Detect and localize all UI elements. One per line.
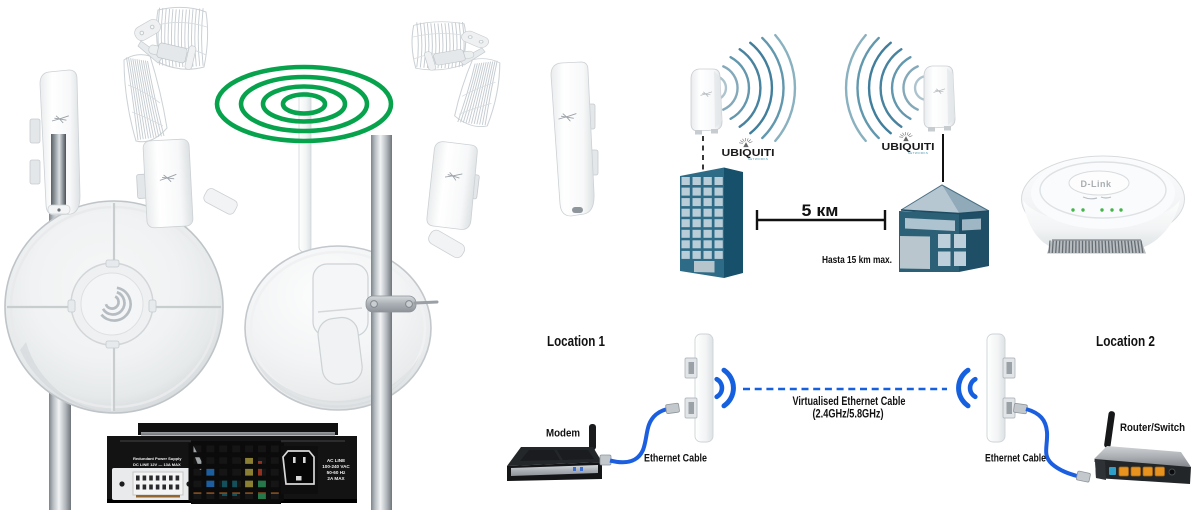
svg-text:100-240 VAC: 100-240 VAC	[322, 464, 350, 469]
svg-text:Ethernet Cable: Ethernet Cable	[644, 453, 707, 465]
svg-text:Location 1: Location 1	[547, 334, 605, 350]
svg-text:Ethernet Cable: Ethernet Cable	[985, 453, 1046, 465]
svg-text:Router/Switch: Router/Switch	[1120, 422, 1185, 434]
svg-text:Modem: Modem	[546, 428, 580, 440]
svg-text:Location 2: Location 2	[1096, 334, 1155, 350]
svg-text:(2.4GHz/5.8GHz): (2.4GHz/5.8GHz)	[813, 409, 884, 421]
svg-text:NETWORKS: NETWORKS	[748, 157, 769, 161]
svg-text:Redundant Power Supply: Redundant Power Supply	[133, 456, 182, 461]
svg-text:DC LINE 12V — 13A MAX: DC LINE 12V — 13A MAX	[133, 462, 181, 467]
svg-text:2A MAX: 2A MAX	[327, 476, 345, 481]
svg-text:5 км: 5 км	[802, 202, 839, 220]
svg-text:AC LINE: AC LINE	[327, 458, 345, 463]
svg-text:Hasta 15 km max.: Hasta 15 km max.	[822, 254, 892, 266]
svg-text:D-Link: D-Link	[1081, 179, 1112, 189]
svg-text:50-60 Hz: 50-60 Hz	[327, 470, 346, 475]
svg-text:Virtualised Ethernet Cable: Virtualised Ethernet Cable	[793, 396, 906, 408]
svg-text:NETWORKS: NETWORKS	[908, 151, 929, 155]
